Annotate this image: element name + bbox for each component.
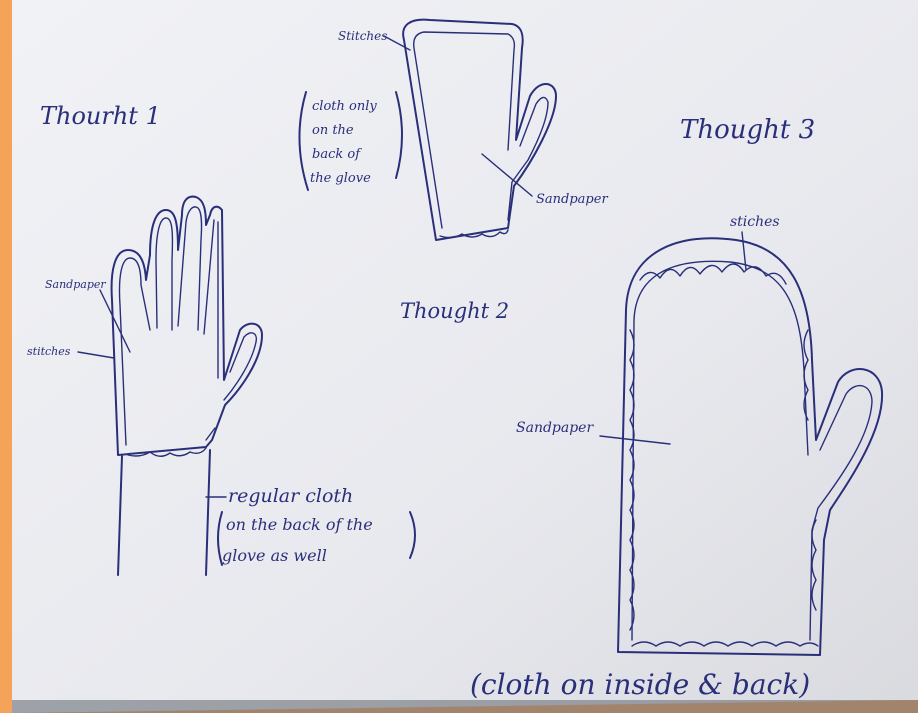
thought3-title: Thought 3 bbox=[680, 115, 815, 145]
thought1-sandpaper-label: Sandpaper bbox=[45, 278, 106, 291]
thought1-note-line1: regular cloth bbox=[228, 485, 353, 507]
thought2-title: Thought 2 bbox=[400, 299, 509, 323]
thought1-note-line2: on the back of the bbox=[226, 515, 373, 534]
thought1-note-line3: glove as well bbox=[222, 546, 327, 565]
thought1-title: Thourht 1 bbox=[40, 102, 161, 130]
thought1-stitches-label: stitches bbox=[27, 345, 71, 358]
thought2-sandpaper-label: Sandpaper bbox=[536, 192, 608, 207]
thought2-note-line4: the glove bbox=[310, 171, 371, 186]
thought2-note-line1: cloth only bbox=[312, 99, 377, 114]
thought2-note-line2: on the bbox=[312, 123, 354, 138]
thought3-footer-note: (cloth on inside & back) bbox=[470, 668, 810, 701]
thought3-sandpaper-label: Sandpaper bbox=[516, 420, 594, 436]
thought2-stitches-label: Stitches bbox=[338, 29, 387, 43]
thought2-note-line3: back of bbox=[312, 147, 362, 162]
thought3-stitches-label: stiches bbox=[730, 214, 780, 230]
desk-shadow-bottom bbox=[12, 700, 918, 713]
